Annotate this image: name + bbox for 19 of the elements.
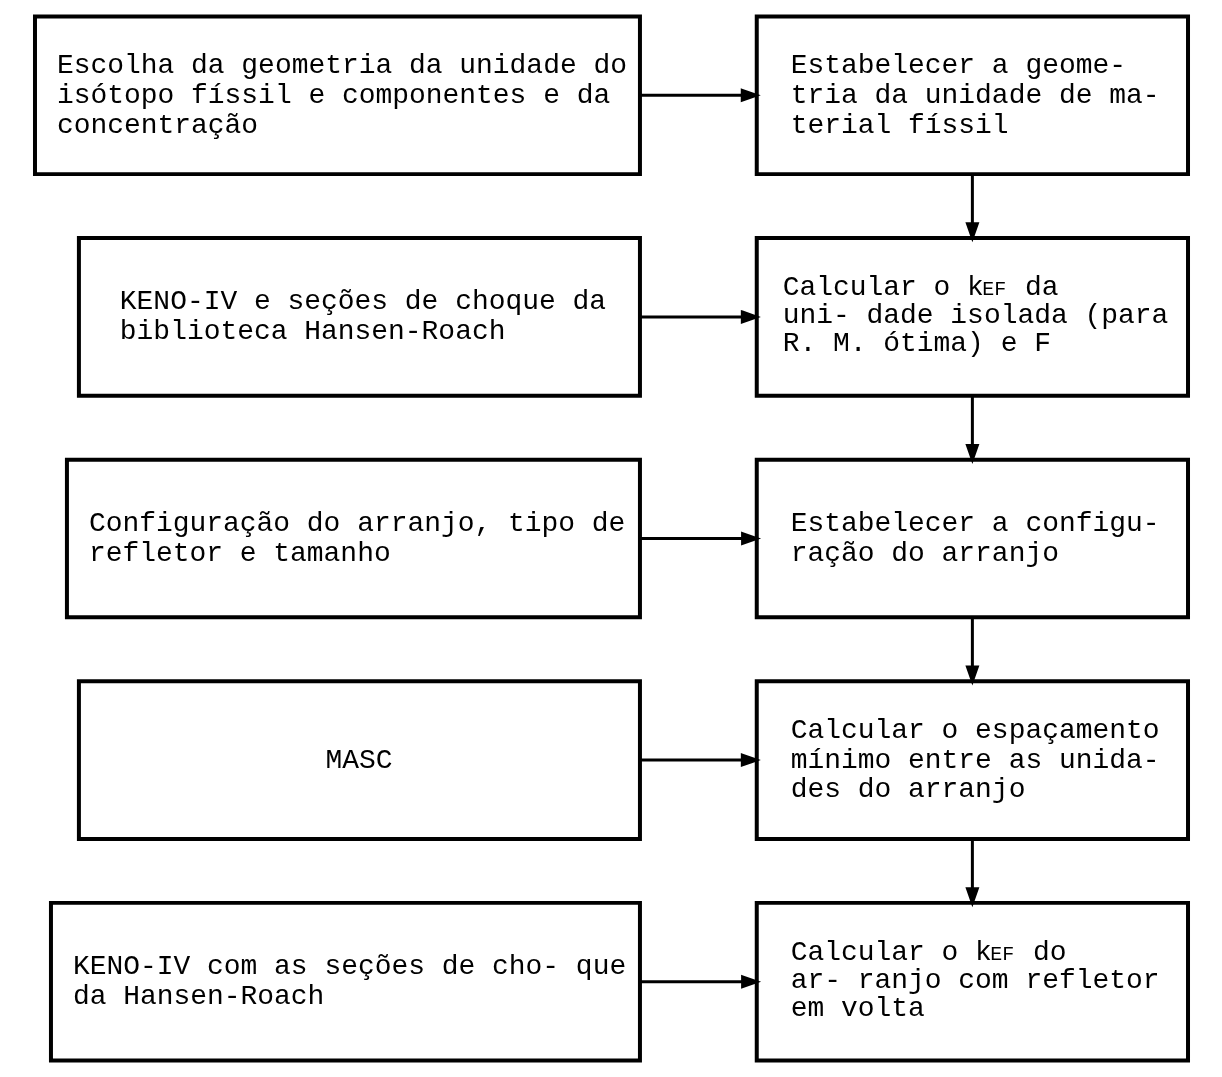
node-box: Calcular o espaçamento mínimo entre as unida- des do arranjo — [754, 679, 1190, 841]
node-box: KENO-IV e seções de choque da biblioteca Hansen-Roach — [76, 236, 642, 398]
arrow — [964, 617, 979, 686]
arrow — [639, 88, 761, 103]
node-box: Escolha da geometria da unidade do isótopo físsil e componentes e da concentração — [32, 14, 642, 177]
node-box: Calcular o kEF do ar- ranjo com refletor em volta — [754, 900, 1190, 1063]
arrow — [639, 753, 761, 768]
node-box: Configuração do arranjo, tipo de refletor e tamanho — [64, 457, 642, 620]
node-box: KENO-IV com as seções de cho- que da Hansen-Roach — [48, 900, 642, 1063]
node-box: Estabelecer a configu- ração do arranjo — [754, 457, 1190, 620]
node-box: Estabelecer a geome- tria da unidade de ma- terial físsil — [754, 14, 1190, 177]
node-box: MASC — [76, 679, 642, 841]
arrow — [964, 839, 979, 908]
arrow — [640, 531, 761, 546]
arrow — [639, 309, 761, 324]
node-box: Calcular o kEF da uni- dade isolada (para R. M. ótima) e F — [754, 236, 1190, 398]
arrow — [964, 174, 979, 243]
arrow — [964, 396, 979, 464]
arrow — [640, 974, 761, 989]
